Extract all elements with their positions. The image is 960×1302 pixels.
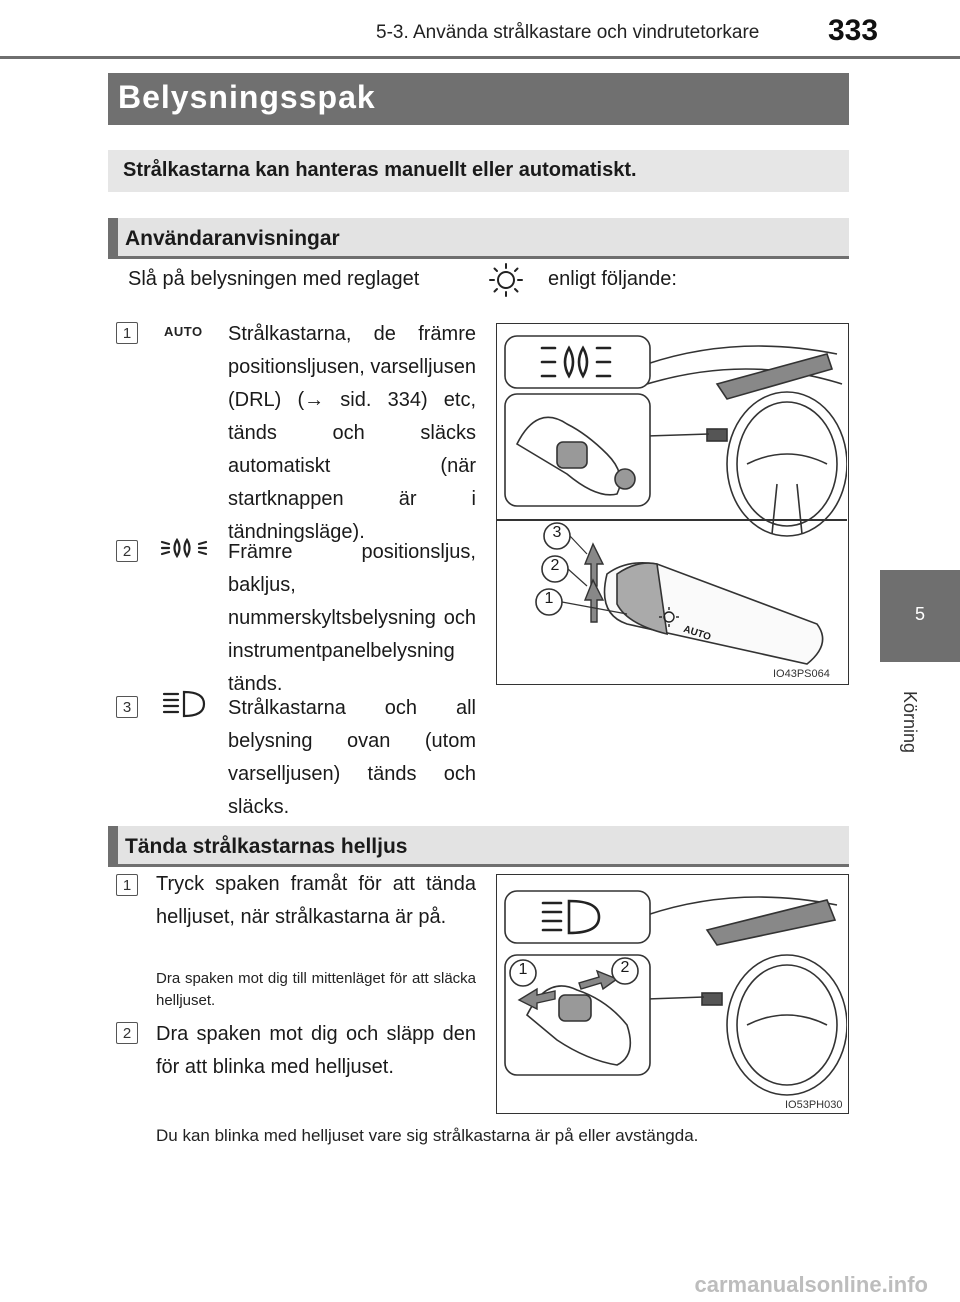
footer-note: Du kan blinka med helljuset vare sig str… xyxy=(156,1126,699,1145)
section-heading-bar xyxy=(108,826,849,867)
item-number: 1 xyxy=(116,874,138,896)
figure-code: IO43PS064 xyxy=(773,668,830,680)
section-heading: Användaranvisningar xyxy=(125,227,340,250)
chapter-number: 5 xyxy=(914,604,925,624)
page-number: 333 xyxy=(828,14,879,47)
figure-light-switch: 3 2 1 AUTO IO43PS064 xyxy=(496,323,849,685)
section-heading-marker xyxy=(108,826,118,867)
auto-label: AUTO xyxy=(164,324,203,339)
figure-callout: 2 xyxy=(550,557,560,574)
figure-callout: 2 xyxy=(620,959,630,976)
lead-text-after: enligt följande: xyxy=(548,268,677,290)
figure-code: IO53PH030 xyxy=(785,1099,843,1111)
section-heading-marker xyxy=(108,218,118,259)
light-switch-illustration xyxy=(497,335,848,665)
running-header: 5-3. Använda strålkastare och vindruteto… xyxy=(376,22,760,43)
item-number: 3 xyxy=(116,696,138,718)
chapter-tab xyxy=(880,570,960,662)
lead-text-before: Slå på belysningen med reglaget xyxy=(128,268,420,290)
figure-callout: 3 xyxy=(552,524,562,541)
item-description: Främre positionsljus, bakljus, nummersky… xyxy=(228,541,476,695)
intro-text: Strålkastarna kan hanteras manuellt elle… xyxy=(123,159,637,181)
watermark: carmanualsonline.info xyxy=(694,1272,929,1297)
light-switch-icon xyxy=(489,263,523,297)
item-number: 1 xyxy=(116,322,138,344)
headlight-icon xyxy=(162,690,206,718)
header-rule xyxy=(0,56,960,59)
figure-callout: 1 xyxy=(544,590,554,607)
section-heading-bar xyxy=(108,218,849,259)
high-beam-illustration xyxy=(504,890,848,1096)
item-number: 2 xyxy=(116,1022,138,1044)
page-title: Belysningsspak xyxy=(118,79,376,115)
item-number: 2 xyxy=(116,540,138,562)
item-description: Strålkastarna och all belysning ovan (ut… xyxy=(228,697,476,818)
title-bar xyxy=(108,73,849,125)
item-description: Dra spaken mot dig och släpp den för att… xyxy=(156,1023,476,1078)
item-description: Tryck spaken framåt för att tända hellju… xyxy=(156,873,476,928)
item-note: Dra spaken mot dig till mittenläget för … xyxy=(156,970,476,1009)
figure-high-beam: 1 2 IO53PH030 xyxy=(496,874,849,1114)
figure-callout: 1 xyxy=(518,961,528,978)
item-description: Strålkastarna, de främre positionsljusen… xyxy=(228,323,476,543)
chapter-label: Körning xyxy=(900,690,920,754)
section-heading: Tända strålkastarnas helljus xyxy=(125,835,408,858)
position-light-icon xyxy=(160,537,208,559)
intro-box xyxy=(108,150,849,192)
